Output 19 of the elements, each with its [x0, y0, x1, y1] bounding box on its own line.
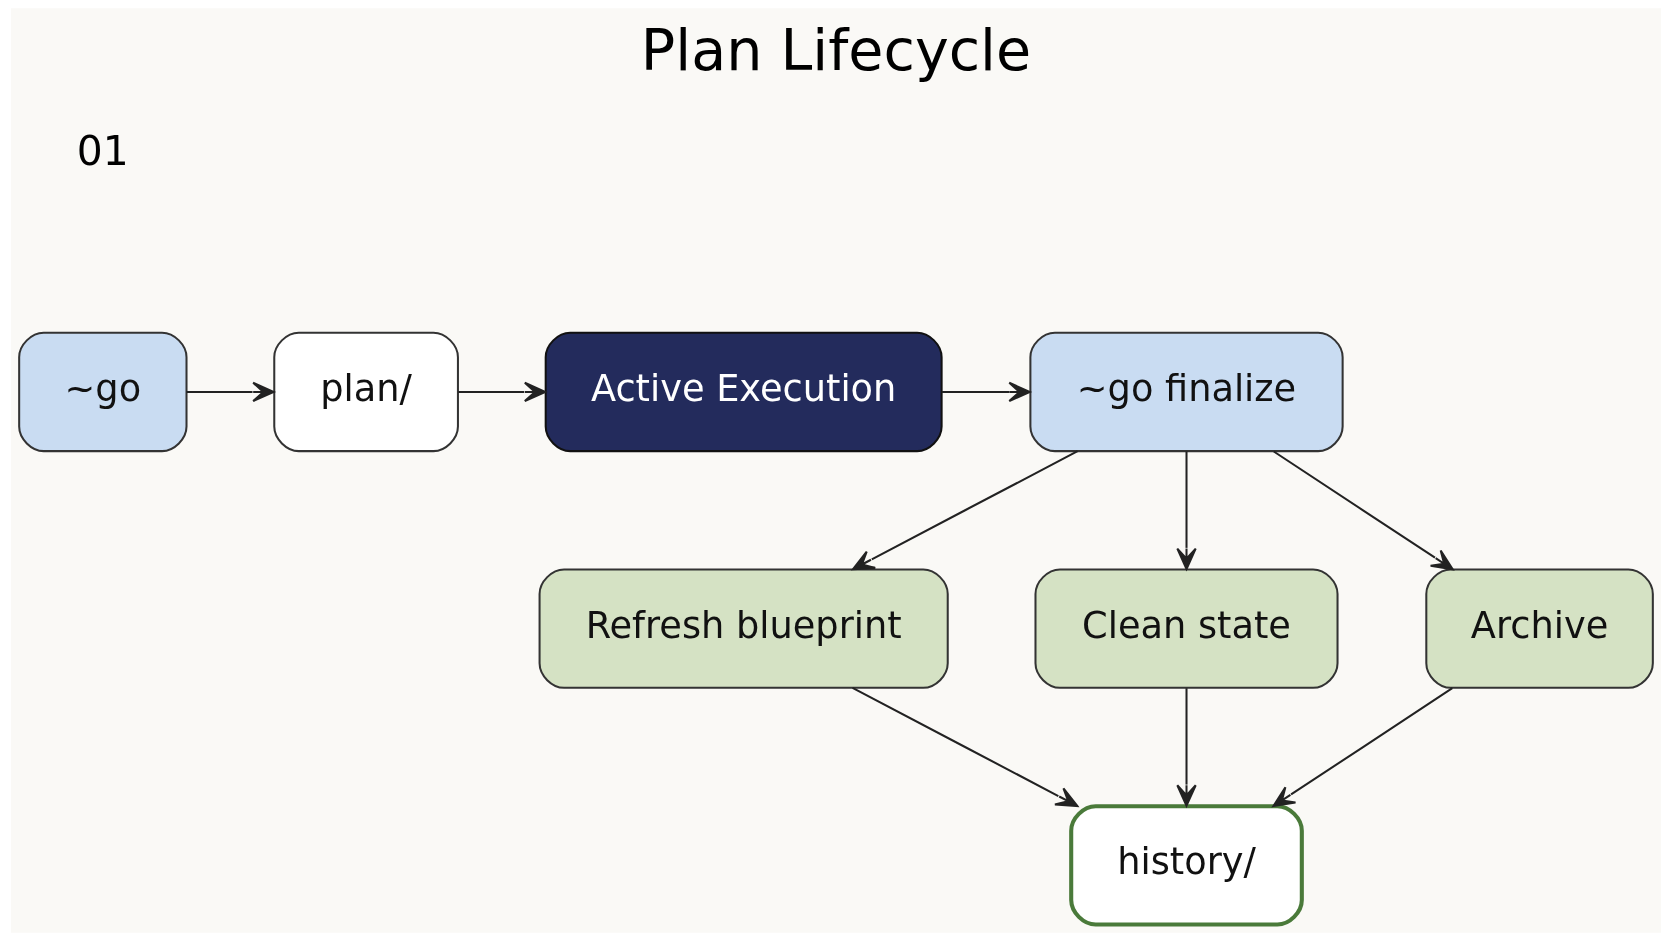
arrow — [1273, 450, 1454, 571]
arrow — [852, 687, 1079, 807]
node-box: Clean state — [1034, 568, 1339, 689]
arrow — [941, 381, 1031, 403]
node-box: ~go — [18, 331, 188, 453]
arrow — [458, 381, 547, 403]
arrow — [851, 450, 1079, 571]
arrow — [186, 381, 275, 403]
node-box: plan/ — [273, 331, 459, 453]
diagram-title: Plan Lifecycle — [640, 17, 1032, 84]
arrow — [1176, 451, 1197, 570]
label: 01 — [76, 127, 129, 176]
node-box: Active Execution — [544, 331, 943, 453]
node-box: Refresh blueprint — [538, 568, 949, 689]
node-box: Archive — [1425, 568, 1654, 689]
node-box: ~go finalize — [1029, 331, 1344, 453]
arrow — [1272, 687, 1453, 808]
node-box: history/ — [1069, 804, 1304, 927]
arrow — [1176, 688, 1197, 807]
